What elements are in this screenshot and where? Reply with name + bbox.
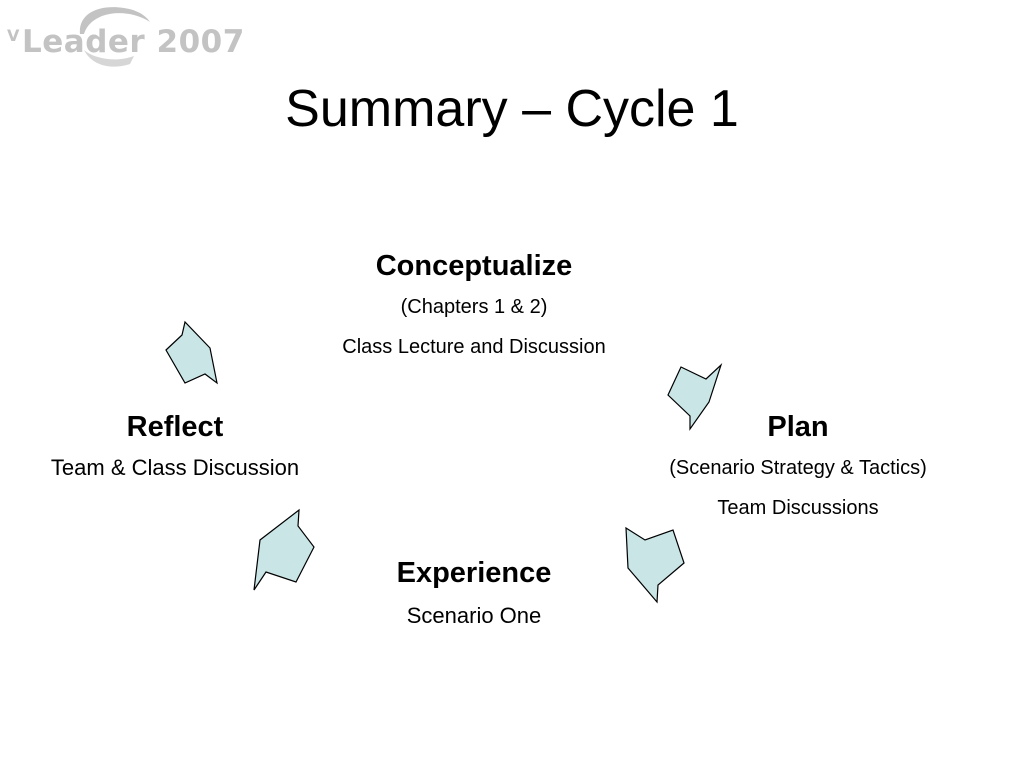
plan-heading: Plan: [767, 411, 829, 443]
node-conceptualize: Conceptualize (Chapters 1 & 2) Class Lec…: [274, 246, 674, 360]
logo-text: Leader 2007: [22, 24, 245, 60]
conceptualize-heading: Conceptualize: [375, 250, 573, 282]
conceptualize-activity: Class Lecture and Discussion: [342, 336, 606, 358]
logo-swoosh-icon: [79, 7, 150, 67]
node-reflect: Reflect Team & Class Discussion: [15, 407, 335, 483]
arrow-reflect-to-conceptualize-icon: [165, 320, 218, 385]
node-experience: Experience Scenario One: [324, 553, 624, 631]
conceptualize-chapters: (Chapters 1 & 2): [400, 296, 548, 318]
page-title: Summary – Cycle 1: [285, 80, 739, 138]
node-plan: Plan (Scenario Strategy & Tactics) Team …: [623, 407, 973, 521]
reflect-activity: Team & Class Discussion: [50, 455, 300, 480]
vleader-logo: V Leader 2007: [0, 0, 250, 80]
arrow-conceptualize-to-plan-icon: [667, 362, 723, 431]
reflect-heading: Reflect: [126, 411, 224, 443]
arrow-experience-to-reflect-icon: [253, 508, 315, 591]
plan-strategy: (Scenario Strategy & Tactics): [669, 457, 927, 479]
experience-activity: Scenario One: [406, 603, 542, 628]
arrow-plan-to-experience-icon: [625, 526, 685, 604]
logo-superscript: V: [7, 26, 20, 45]
experience-heading: Experience: [396, 557, 552, 589]
plan-activity: Team Discussions: [717, 497, 879, 519]
